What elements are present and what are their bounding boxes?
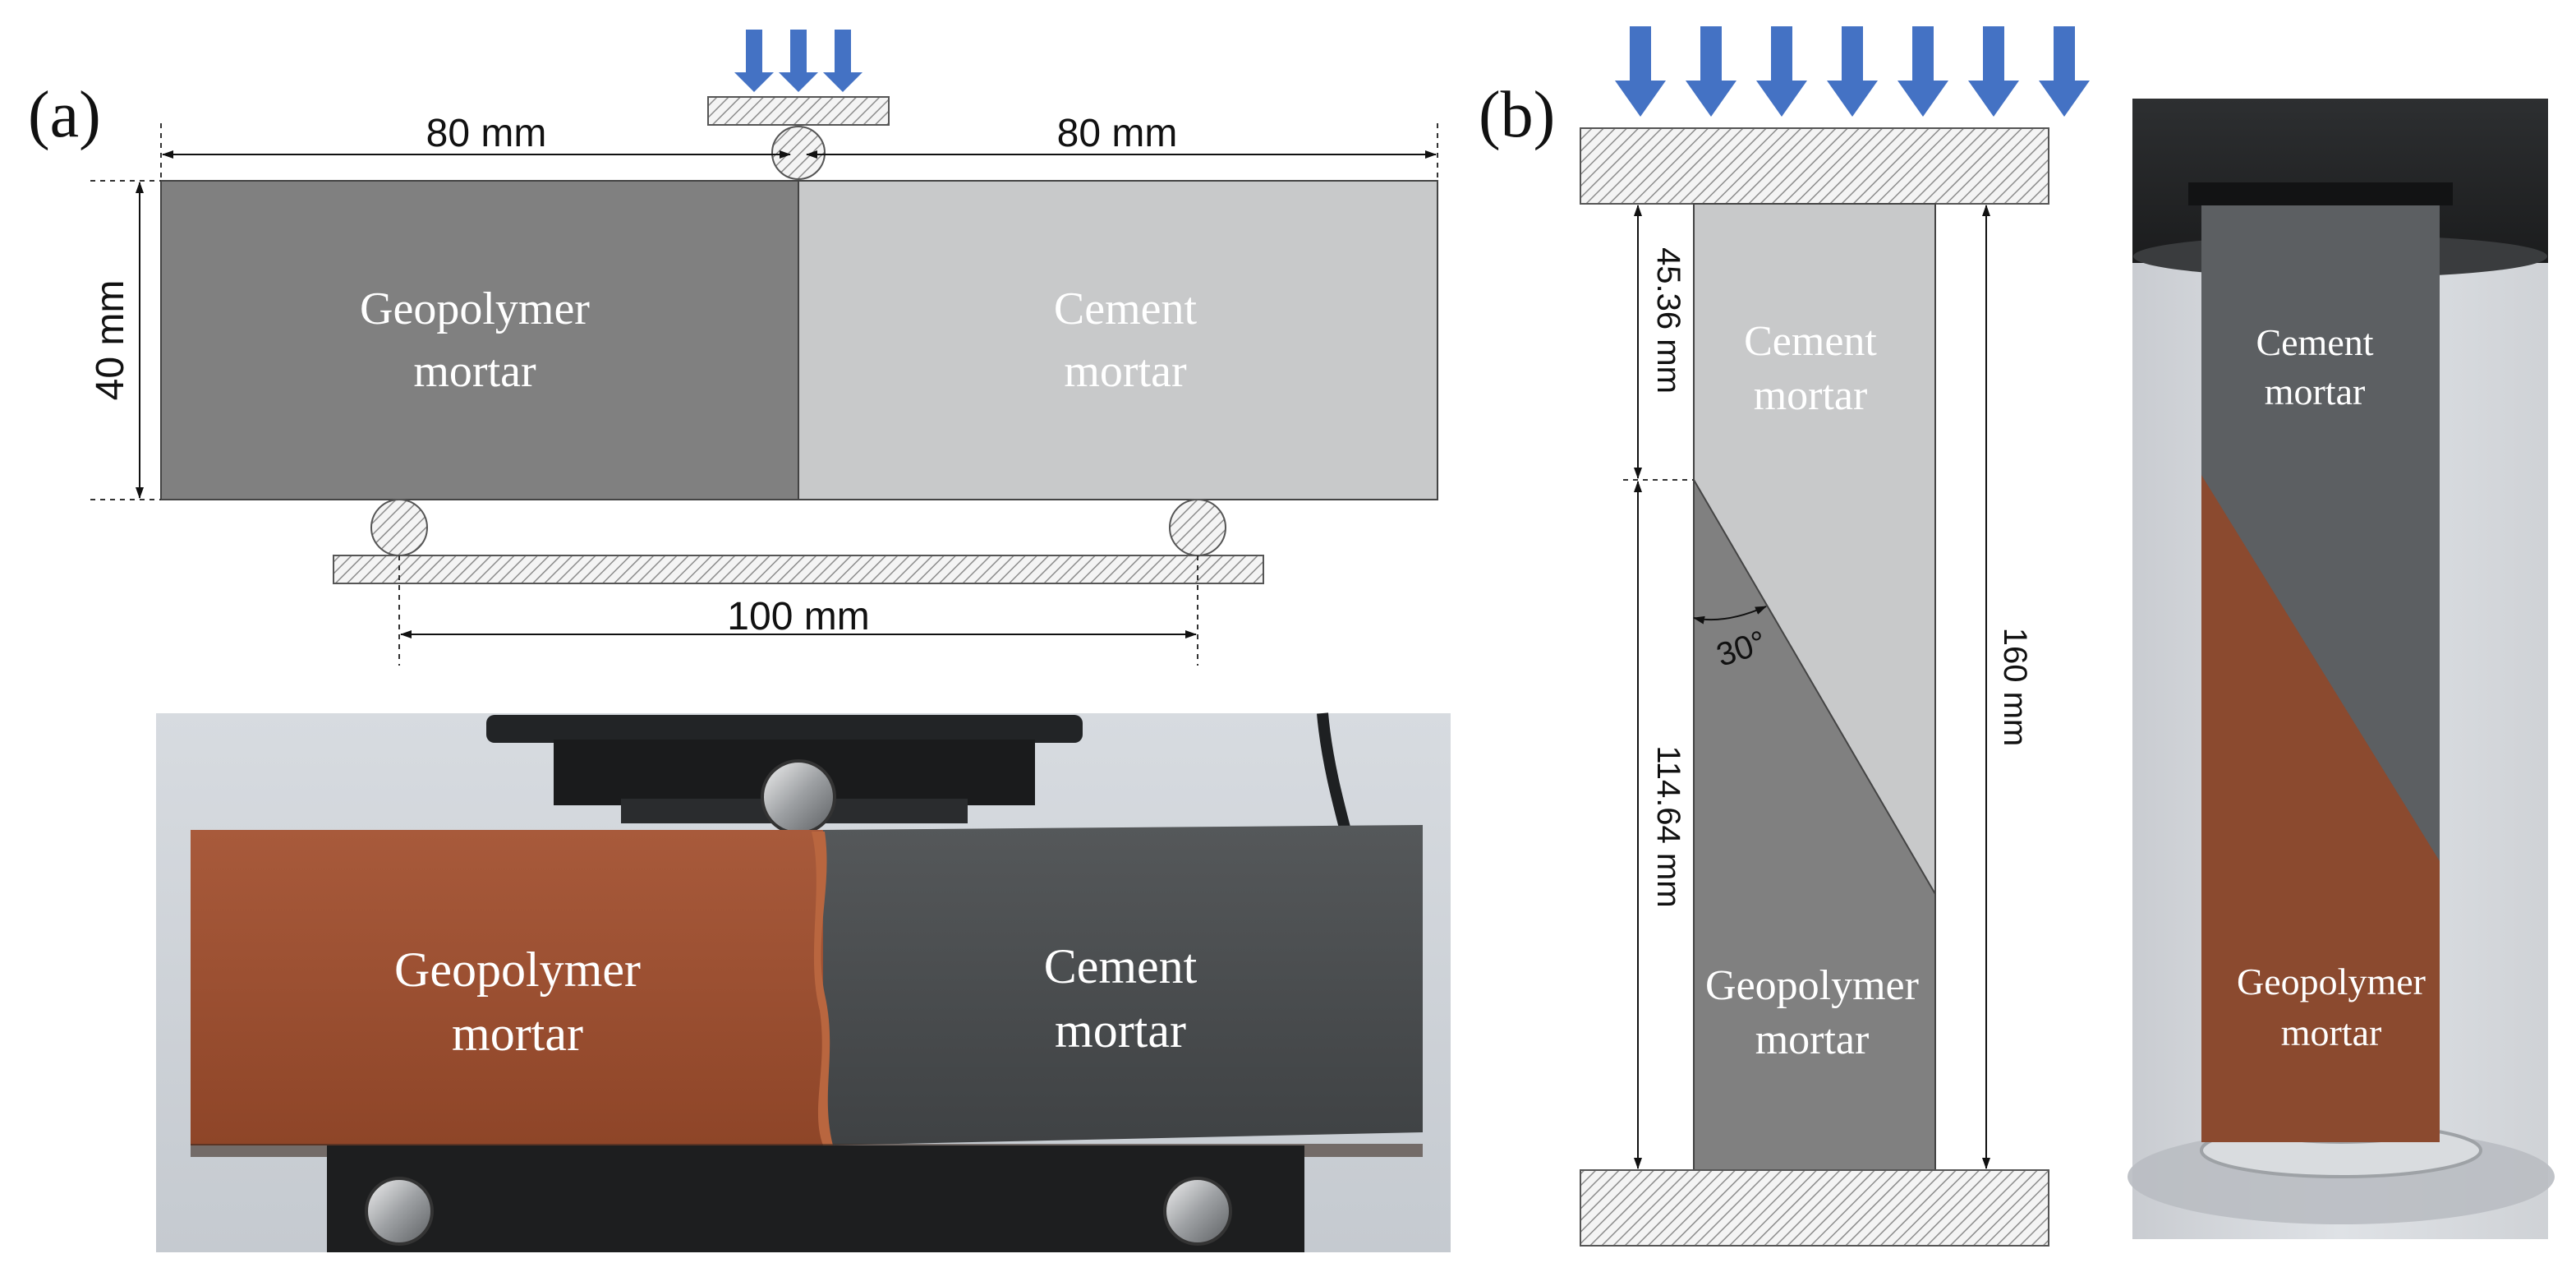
geopolymer-label-line1: Geopolymer <box>360 283 590 334</box>
photo-a-support-left <box>365 1177 434 1246</box>
panel-b-label: (b) <box>1479 79 1555 151</box>
base-plate-a <box>333 555 1264 584</box>
photo-a-geopolymer-label-line1: Geopolymer <box>394 942 641 997</box>
panel-a-drawing: (a) 80 mm 80 mm Geopolymer mortar Cement… <box>28 30 1438 666</box>
dim-left-text: 80 mm <box>426 112 547 155</box>
panel-b-photo: Cement mortar Geopolymer mortar <box>2128 99 2555 1239</box>
load-arrows-b <box>1615 26 2090 117</box>
dim-upper-text: 45.36 mm <box>1650 247 1686 394</box>
dim-lower-text: 114.64 mm <box>1650 745 1686 907</box>
photo-b-geopolymer-label-line2: mortar <box>2281 1012 2382 1053</box>
photo-a-cement <box>823 825 1423 1145</box>
load-arrows-a <box>734 30 862 92</box>
cement-b-label-line1: Cement <box>1744 318 1877 365</box>
photo-b-cement-top <box>2201 196 2440 861</box>
panel-b-drawing: (b) Cement mortar Geopolymer mortar 30° … <box>1479 26 2090 1247</box>
panel-a-label: (a) <box>28 79 101 151</box>
panel-a-photo: Geopolymer mortar Cement mortar <box>156 712 1451 1252</box>
photo-a-top-roller <box>761 759 836 835</box>
photo-b-cement-label-line2: mortar <box>2265 371 2366 412</box>
support-right <box>1169 499 1226 556</box>
dim-right-text: 80 mm <box>1057 112 1178 155</box>
angle-arc <box>1693 606 1767 624</box>
cement-block <box>798 180 1438 500</box>
geopolymer-b-label-line2: mortar <box>1755 1016 1870 1063</box>
top-platen-b <box>1580 127 2049 205</box>
cement-label-line2: mortar <box>1064 346 1187 397</box>
photo-a-support-right <box>1163 1177 1232 1246</box>
photo-a-geopolymer-label-line2: mortar <box>452 1007 583 1061</box>
dim-total-text: 160 mm <box>1997 628 2033 747</box>
dim-span-text: 100 mm <box>727 595 869 638</box>
photo-b-cement-label-line1: Cement <box>2256 321 2373 363</box>
bottom-platen-b <box>1580 1169 2049 1247</box>
photo-b-geopolymer-label-line1: Geopolymer <box>2237 961 2426 1002</box>
photo-a-cement-label-line2: mortar <box>1055 1003 1186 1058</box>
support-left <box>370 499 428 556</box>
top-roller <box>771 126 826 180</box>
photo-a-geopolymer <box>191 830 823 1145</box>
photo-a-cement-label-line1: Cement <box>1044 939 1198 993</box>
cement-label-line1: Cement <box>1054 283 1198 334</box>
geopolymer-label-line2: mortar <box>413 346 536 397</box>
geopolymer-block <box>160 180 799 500</box>
dim-height-text: 40 mm <box>89 280 132 401</box>
geopolymer-b-label-line1: Geopolymer <box>1705 962 1919 1009</box>
cement-b-label-line2: mortar <box>1754 372 1868 419</box>
loading-plate-a <box>707 96 890 126</box>
